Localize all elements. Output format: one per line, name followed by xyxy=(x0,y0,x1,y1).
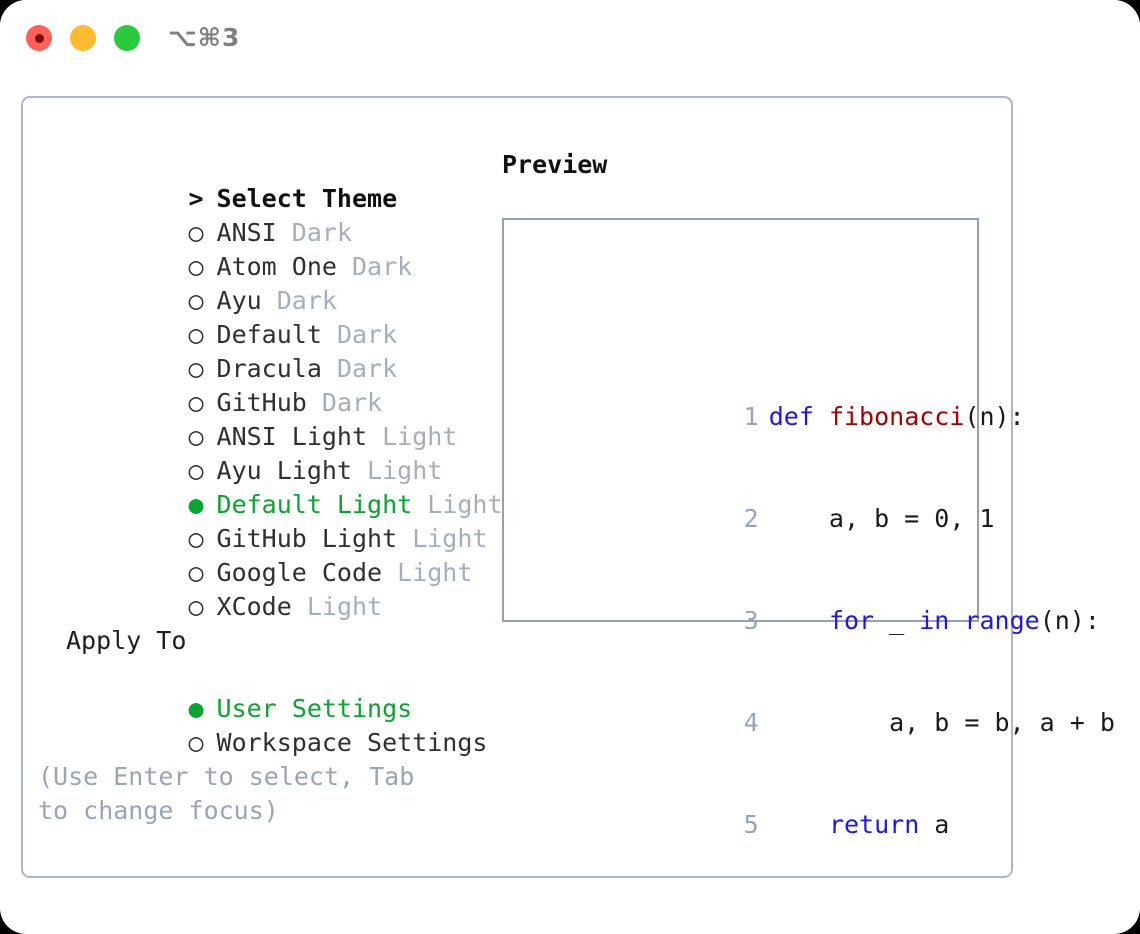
theme-option-suffix: Dark xyxy=(291,218,353,247)
theme-option-label: Ayu xyxy=(216,286,262,315)
code-token: _ xyxy=(874,606,920,635)
theme-option-label: Ayu Light xyxy=(216,456,352,485)
code-token xyxy=(769,810,829,839)
code-token: (n): xyxy=(1039,606,1100,635)
line-number: 4 xyxy=(743,708,759,737)
line-number: 1 xyxy=(743,402,759,431)
apply-to-option-label: Workspace Settings xyxy=(216,728,488,757)
theme-option-github-light[interactable]: ○ GitHub Light Light xyxy=(38,488,498,553)
theme-option-suffix: Light xyxy=(306,592,383,621)
theme-option-suffix: Dark xyxy=(352,252,413,281)
theme-option-label: Default xyxy=(216,320,322,349)
theme-option-suffix: Light xyxy=(427,490,503,519)
theme-option-default-dark[interactable]: ○ Default Dark xyxy=(38,284,498,349)
close-button[interactable] xyxy=(26,25,52,51)
theme-option-suffix: Light xyxy=(382,422,458,451)
title-bar: ⌥⌘3 xyxy=(0,0,1140,78)
theme-option-label: GitHub xyxy=(216,388,307,417)
radio-icon[interactable]: ○ xyxy=(188,354,204,383)
radio-icon[interactable]: ○ xyxy=(188,558,204,587)
theme-option-suffix: Light xyxy=(412,524,488,553)
theme-option-label: ANSI xyxy=(216,218,277,247)
apply-to-option-workspace-settings[interactable]: ○ Workspace Settings xyxy=(38,692,498,757)
code-token: (n): xyxy=(964,402,1025,431)
line-number: 2 xyxy=(743,504,759,533)
radio-icon[interactable]: ○ xyxy=(188,286,204,315)
apply-to-option-label: User Settings xyxy=(216,694,413,723)
theme-option-label: GitHub Light xyxy=(216,524,398,553)
main-panel: >Select Theme ○ANSI Dark ○Atom One Dark … xyxy=(21,96,1115,878)
theme-option-ansi-light[interactable]: ○ ANSI Light Light xyxy=(38,386,498,451)
code-line: 3 for _ in range(n): xyxy=(522,570,1140,635)
theme-option-suffix: Dark xyxy=(336,354,398,383)
theme-option-ayu-light[interactable]: ○ Ayu Light Light xyxy=(38,420,498,485)
line-number: 5 xyxy=(743,810,759,839)
theme-option-label: Google Code xyxy=(216,558,383,587)
keyboard-shortcut-label: ⌥⌘3 xyxy=(168,23,241,52)
code-token: def xyxy=(768,402,829,431)
code-token xyxy=(949,606,964,635)
line-number: 3 xyxy=(743,606,759,635)
code-token xyxy=(769,606,829,635)
code-line: 4 a, b = b, a + b xyxy=(522,672,1140,737)
theme-option-label: Atom One xyxy=(216,252,337,281)
code-token: a, b = 0, 1 xyxy=(768,504,995,533)
apply-to-title: Apply To xyxy=(66,626,187,655)
apply-to-option-user-settings[interactable]: ● User Settings xyxy=(38,658,498,723)
code-token: a xyxy=(919,810,950,839)
preview-title: Preview xyxy=(502,150,608,179)
code-line: 1 def fibonacci(n): xyxy=(522,366,1140,431)
theme-option-label: ANSI Light xyxy=(216,422,368,451)
code-token: return xyxy=(828,810,920,839)
theme-option-default-light[interactable]: ● Default Light Light xyxy=(38,454,503,519)
code-line: 2 a, b = 0, 1 xyxy=(522,468,1140,533)
radio-icon[interactable]: ○ xyxy=(188,252,204,281)
theme-option-google-code[interactable]: ○ Google Code Light xyxy=(38,522,498,587)
theme-option-github-dark[interactable]: ○ GitHub Dark xyxy=(38,352,498,417)
keyboard-hint: (Use Enter to select, Tab to change focu… xyxy=(38,762,430,825)
radio-icon[interactable]: ○ xyxy=(188,388,204,417)
theme-option-atom-one-dark[interactable]: ○ Atom One Dark xyxy=(38,216,498,281)
theme-picker: >Select Theme ○ANSI Dark ○Atom One Dark … xyxy=(38,148,503,828)
minimize-button[interactable] xyxy=(70,25,96,51)
code-token: fibonacci xyxy=(828,402,965,431)
theme-option-xcode[interactable]: ○ XCode Light xyxy=(38,556,498,621)
theme-option-suffix: Light xyxy=(397,558,473,587)
code-line: 5 return a xyxy=(522,774,1140,839)
theme-option-label: Dracula xyxy=(216,354,322,383)
theme-option-dracula-dark[interactable]: ○ Dracula Dark xyxy=(38,318,498,383)
window-controls xyxy=(26,25,140,51)
theme-option-label: Default Light xyxy=(216,490,413,519)
radio-icon[interactable]: ○ xyxy=(188,456,204,485)
theme-option-ansi-dark[interactable]: ○ ANSI Dark xyxy=(38,182,498,247)
code-token: for xyxy=(828,606,875,635)
theme-option-suffix: Dark xyxy=(336,320,398,349)
radio-icon[interactable]: ○ xyxy=(188,728,204,757)
prompt-caret-icon: > xyxy=(188,184,204,213)
code-token: in xyxy=(919,606,950,635)
maximize-button[interactable] xyxy=(114,25,140,51)
code-token: range xyxy=(964,606,1040,635)
radio-icon-selected[interactable]: ● xyxy=(188,490,204,519)
theme-option-ayu-dark[interactable]: ○ Ayu Dark xyxy=(38,250,498,315)
theme-option-suffix: Dark xyxy=(276,286,337,315)
code-token: a, b = b, a + b xyxy=(768,708,1115,737)
radio-icon[interactable]: ○ xyxy=(188,320,204,349)
theme-picker-header-label: Select Theme xyxy=(216,184,398,213)
theme-option-suffix: Dark xyxy=(321,388,383,417)
radio-icon[interactable]: ○ xyxy=(188,524,204,553)
radio-icon-selected[interactable]: ● xyxy=(188,694,204,723)
theme-option-label: XCode xyxy=(216,592,292,621)
code-blank-line xyxy=(522,910,1140,934)
radio-icon[interactable]: ○ xyxy=(188,592,204,621)
theme-picker-header: > Select Theme xyxy=(38,148,498,213)
radio-icon[interactable]: ○ xyxy=(188,422,204,451)
theme-option-suffix: Light xyxy=(367,456,443,485)
radio-icon[interactable]: ○ xyxy=(188,218,204,247)
